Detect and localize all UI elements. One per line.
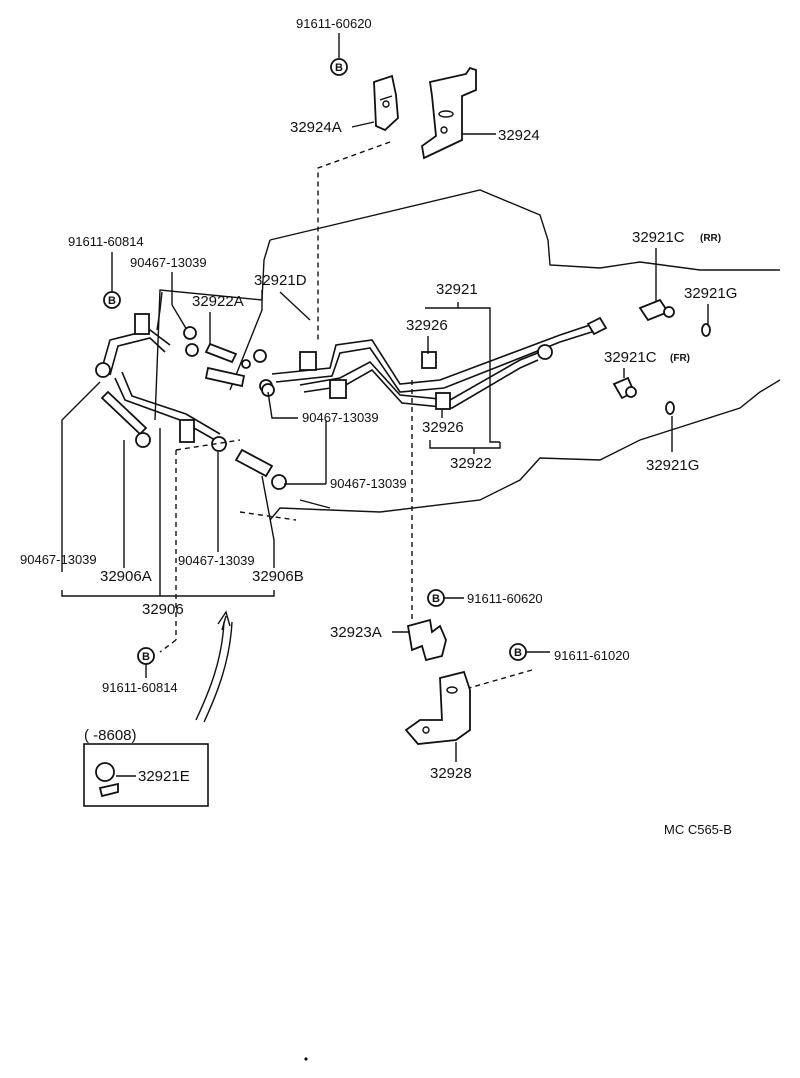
hose-32906b-label: 32906B bbox=[252, 568, 304, 585]
clamp-upper-label: 90467-13039 bbox=[130, 255, 207, 270]
tube-main bbox=[261, 316, 608, 410]
bolt-top: 91611-60620 B bbox=[296, 16, 372, 76]
bracket-32928: 32928 bbox=[404, 670, 472, 782]
clip-32926-upper-label: 32926 bbox=[406, 317, 448, 334]
ring-32921g-upper: 32921G bbox=[684, 285, 737, 337]
fr-tag: (FR) bbox=[670, 353, 690, 364]
bolt-right: B 91611-61020 bbox=[461, 643, 630, 691]
tube-32921d: 32921D bbox=[229, 272, 311, 391]
ring-32921g-lower: 32921G bbox=[646, 401, 699, 474]
hose-32906a-label: 32906A bbox=[100, 568, 152, 585]
tube-32921c-fr: 32921C (FR) bbox=[604, 349, 690, 400]
hose-32906-label: 32906 bbox=[142, 601, 184, 618]
clamp-mid-label: 90467-13039 bbox=[302, 410, 379, 425]
tube-32921d-label: 32921D bbox=[254, 272, 307, 289]
bolt-symbol-icon bbox=[330, 58, 348, 76]
clamp-bracket-icon bbox=[406, 618, 447, 662]
stray-dot bbox=[304, 1057, 308, 1061]
tube-32921c-rr-label: 32921C bbox=[632, 229, 685, 246]
figure-code: MC C565-B bbox=[664, 822, 732, 837]
clamp-lower: 90467-13039 bbox=[284, 420, 407, 491]
bolt-bottom: B 91611-60814 bbox=[102, 639, 178, 695]
inset-arrow bbox=[195, 621, 233, 723]
pipe-bracket-icon bbox=[134, 313, 150, 335]
clamp-center-label: 90467-13039 bbox=[178, 553, 255, 568]
bolt-symbol-label: B bbox=[335, 62, 343, 74]
tube-32921c-fr-label: 32921C bbox=[604, 349, 657, 366]
clamp-left-label: 90467-13039 bbox=[20, 552, 97, 567]
fitting-icon bbox=[95, 762, 115, 782]
clamp-lower-label: 90467-13039 bbox=[330, 476, 407, 491]
clip-32926-upper: 32926 bbox=[406, 317, 448, 354]
hose-icon bbox=[100, 390, 148, 436]
bolt-right-label: 91611-61020 bbox=[554, 648, 630, 663]
bracket-32928-label: 32928 bbox=[430, 765, 472, 782]
bolt-left-label: 91611-60814 bbox=[68, 234, 144, 249]
clip-32926-lower-label: 32926 bbox=[422, 419, 464, 436]
clamp-mid: 90467-13039 bbox=[267, 391, 379, 425]
inset-part-label: 32921E bbox=[138, 768, 190, 785]
bolt-mid-label: 91611-60620 bbox=[467, 591, 543, 606]
svg-text:B: B bbox=[514, 647, 522, 659]
transmission-outline bbox=[154, 189, 781, 521]
tube-32922: 32922 bbox=[429, 440, 501, 472]
clip-32926-lower: 32926 bbox=[422, 410, 464, 436]
bracket-32924: 32924 bbox=[421, 66, 540, 160]
bracket-32924a: 32924A bbox=[290, 74, 399, 340]
hose-group: 90467-13039 32906A 90467-13039 32906B 32… bbox=[20, 381, 304, 631]
tube-32921c-rr: 32921C (RR) bbox=[632, 229, 721, 322]
tube-32922-label: 32922 bbox=[450, 455, 492, 472]
bolt-bottom-label: 91611-60814 bbox=[102, 680, 178, 695]
svg-text:B: B bbox=[108, 295, 116, 307]
ring-32921g-lower-label: 32921G bbox=[646, 457, 699, 474]
bracket-32924a-label: 32924A bbox=[290, 119, 342, 136]
clamp-32922a-label: 32922A bbox=[192, 293, 244, 310]
svg-text:B: B bbox=[432, 593, 440, 605]
inset-box: ( -8608) 32921E bbox=[83, 727, 209, 807]
tube-32921: 32921 bbox=[425, 281, 500, 443]
pipe-assembly-left bbox=[95, 313, 297, 640]
bolt-left: 91611-60814 B bbox=[68, 234, 144, 309]
tube-32921-label: 32921 bbox=[436, 281, 478, 298]
inset-range-label: ( -8608) bbox=[84, 727, 137, 744]
o-ring-icon bbox=[701, 323, 711, 337]
clip-icon bbox=[299, 351, 317, 371]
svg-text:B: B bbox=[142, 651, 150, 663]
bolt-top-label: 91611-60620 bbox=[296, 16, 372, 31]
bracket-32923a-label: 32923A bbox=[330, 624, 382, 641]
rr-tag: (RR) bbox=[700, 233, 721, 244]
ring-32921g-upper-label: 32921G bbox=[684, 285, 737, 302]
bracket-32924-label: 32924 bbox=[498, 127, 540, 144]
clamp-32922a: 32922A bbox=[192, 293, 244, 350]
bracket-32923a: B 91611-60620 32923A bbox=[330, 380, 543, 662]
